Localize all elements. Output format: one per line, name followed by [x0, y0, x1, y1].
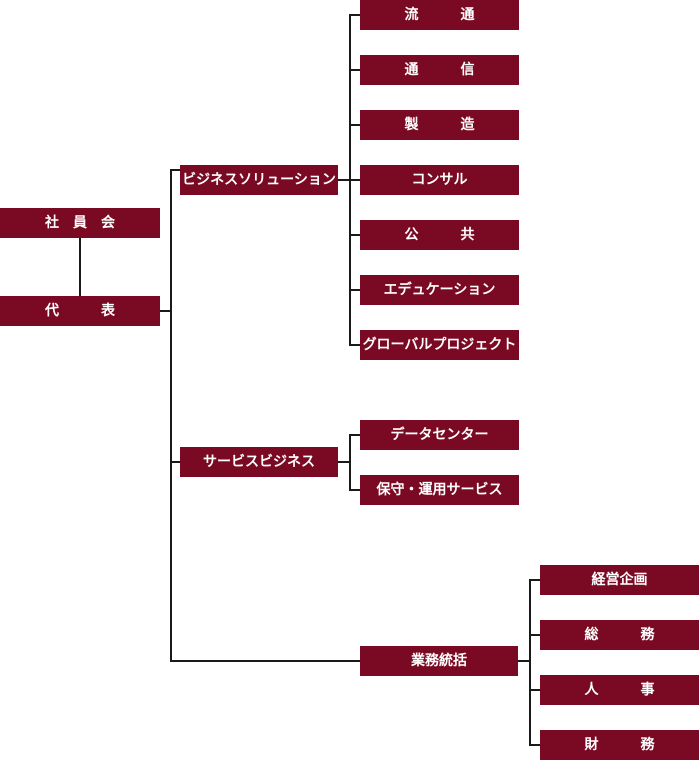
unit-manufacturing: 製 造 — [360, 110, 519, 140]
unit-corporate-planning: 経営企画 — [540, 565, 699, 595]
unit-human-resources: 人 事 — [540, 675, 699, 705]
representative-box: 代 表 — [0, 296, 160, 326]
unit-general-affairs: 総 務 — [540, 620, 699, 650]
division-operations: 業務統括 — [360, 646, 518, 676]
unit-telecom: 通 信 — [360, 55, 519, 85]
unit-maintenance-operations: 保守・運用サービス — [360, 475, 519, 505]
unit-finance: 財 務 — [540, 730, 699, 760]
division-service-business: サービスビジネス — [180, 447, 338, 477]
division-business-solution: ビジネスソリューション — [180, 165, 338, 195]
unit-public-sector: 公 共 — [360, 220, 519, 250]
unit-distribution: 流 通 — [360, 0, 519, 30]
unit-data-center: データセンター — [360, 420, 519, 450]
unit-education: エデュケーション — [360, 275, 519, 305]
unit-consulting: コンサル — [360, 165, 519, 195]
unit-global-project: グローバルプロジェクト — [360, 330, 519, 360]
board-box: 社 員 会 — [0, 208, 160, 238]
